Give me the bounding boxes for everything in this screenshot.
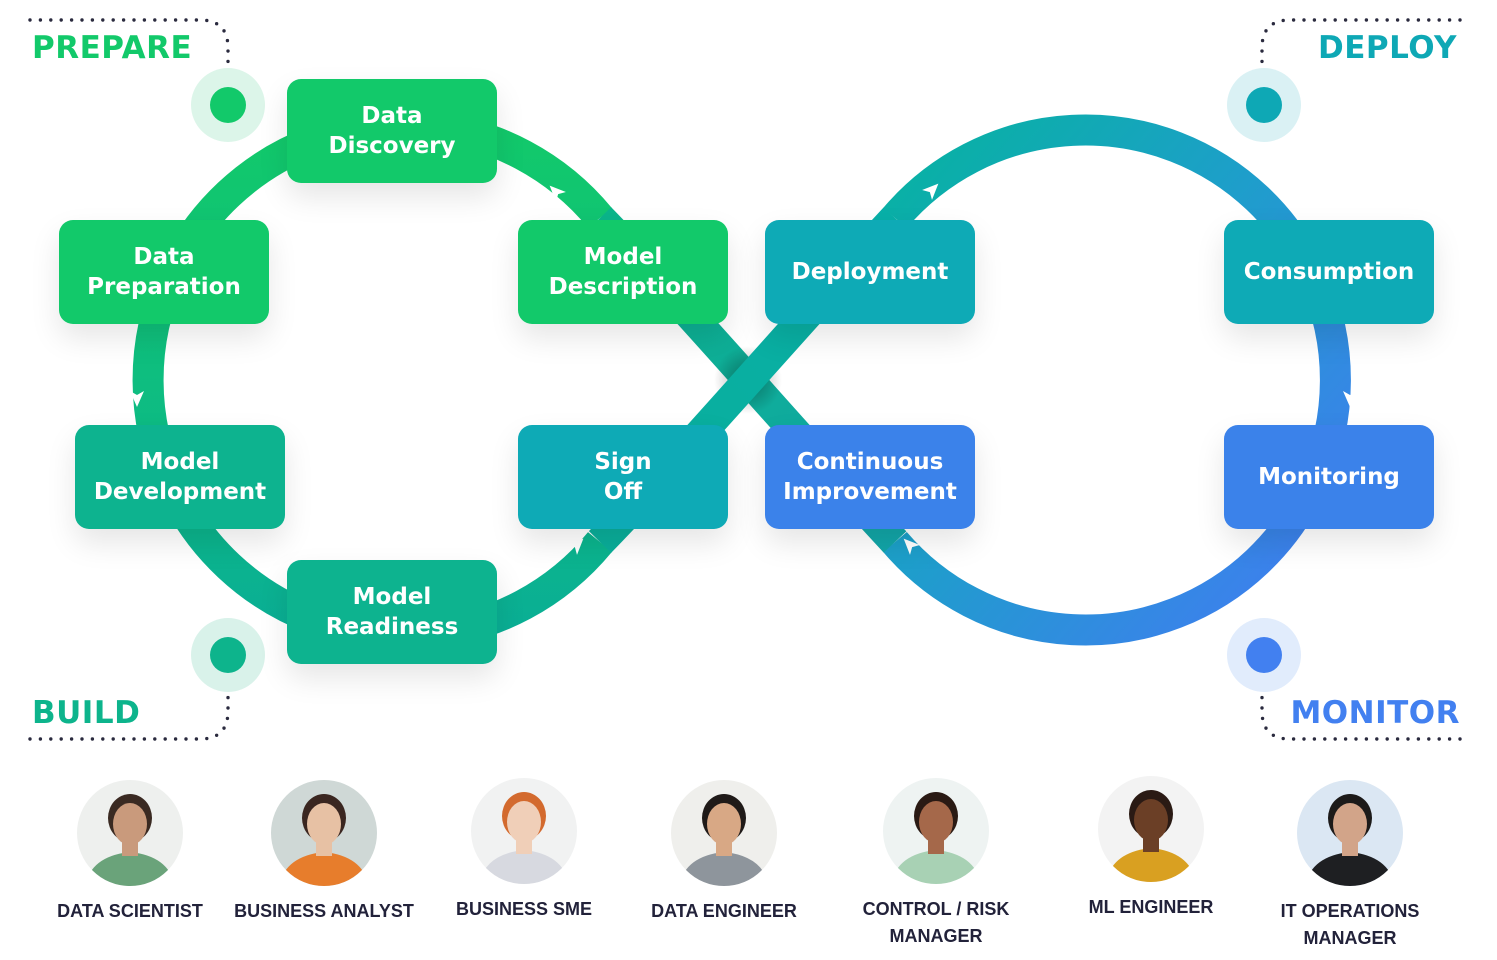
role-label: DATA ENGINEER [651,901,797,921]
stage-model-description[interactable]: Model Description [518,220,728,324]
person-body [85,852,175,886]
avatar [471,778,577,884]
arrow-icon [567,538,584,555]
phase-marker-prepare [191,68,265,142]
person-face [919,801,953,843]
arrow-icon [549,185,566,202]
phase-label-monitor: MONITOR [1290,695,1460,731]
role-control-risk-manager: CONTROL / RISK MANAGER [836,778,1036,950]
role-it-operations-manager: IT OPERATIONS MANAGER [1250,780,1450,952]
person-face [507,801,541,843]
person-face [707,803,741,845]
arrow-icon [130,391,144,407]
person-face [307,803,341,845]
right-loop-path [883,114,1351,646]
person-body [279,852,369,886]
stage-sign-off[interactable]: Sign Off [518,425,728,529]
stage-model-development[interactable]: Model Development [75,425,285,529]
role-label: IT OPERATIONS MANAGER [1280,901,1420,948]
avatar [271,780,377,886]
arrow-icon [1343,391,1357,407]
phase-label-build: BUILD [32,695,141,731]
phase-label-prepare: PREPARE [32,30,193,66]
person-body [479,850,569,884]
person-face [1134,799,1168,841]
stage-monitoring[interactable]: Monitoring [1224,425,1434,529]
left-loop-path [132,109,612,651]
role-label: BUSINESS SME [455,899,593,919]
person-body [1106,848,1196,882]
phase-marker-deploy [1227,68,1301,142]
role-label: DATA SCIENTIST [57,901,203,921]
person-body [679,852,769,886]
phase-label-deploy: DEPLOY [1318,30,1457,66]
avatar [671,780,777,886]
person-body [1305,852,1395,886]
stage-continuous-improvement[interactable]: Continuous Improvement [765,425,975,529]
role-label: ML ENGINEER [1088,897,1214,917]
phase-marker-build [191,618,265,692]
role-label: BUSINESS ANALYST [234,901,414,921]
role-ml-engineer: ML ENGINEER [1051,776,1251,921]
role-data-engineer: DATA ENGINEER [624,780,824,925]
role-label: CONTROL / RISK MANAGER [862,899,1010,946]
direction-arrows [130,183,1357,555]
role-data-scientist: DATA SCIENTIST [30,780,230,925]
person-face [113,803,147,845]
stage-model-readiness[interactable]: Model Readiness [287,560,497,664]
phase-marker-monitor [1227,618,1301,692]
stage-data-preparation[interactable]: Data Preparation [59,220,269,324]
person-face [1333,803,1367,845]
stage-data-discovery[interactable]: Data Discovery [287,79,497,183]
avatar [77,780,183,886]
role-business-sme: BUSINESS SME [424,778,624,923]
arrow-icon [903,538,920,555]
stage-consumption[interactable]: Consumption [1224,220,1434,324]
person-body [891,850,981,884]
avatar [1098,776,1204,882]
stage-deployment[interactable]: Deployment [765,220,975,324]
arrow-icon [922,183,939,200]
avatar [883,778,989,884]
role-business-analyst: BUSINESS ANALYST [224,780,424,925]
avatar [1297,780,1403,886]
